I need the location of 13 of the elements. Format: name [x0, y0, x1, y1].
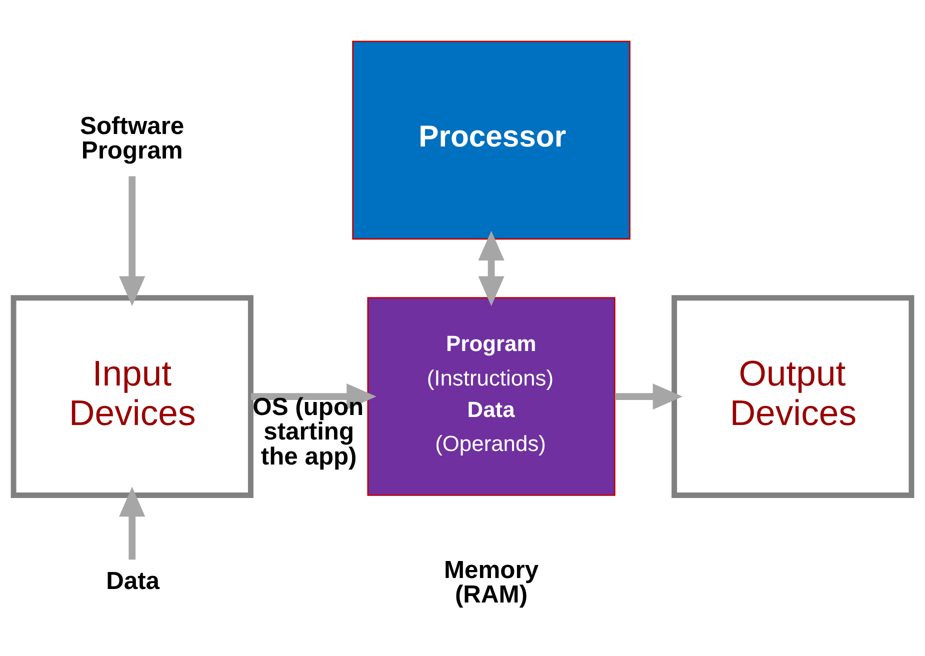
node-label: Memory (RAM)	[444, 557, 539, 609]
edge-label: OS (upon starting the app)	[252, 394, 364, 470]
arrow	[614, 384, 683, 410]
node-box: Processor	[352, 40, 630, 240]
arrow	[478, 230, 504, 306]
node-box: Input Devices	[10, 295, 254, 498]
arrow	[251, 384, 376, 410]
node-text: Data	[106, 568, 160, 596]
node-box: Program (Instructions) Data (Operands)	[367, 297, 616, 496]
node-text: Software Program	[80, 112, 184, 165]
arrow	[119, 486, 146, 560]
node-box: Output Devices	[672, 295, 914, 498]
arrow	[119, 176, 146, 306]
